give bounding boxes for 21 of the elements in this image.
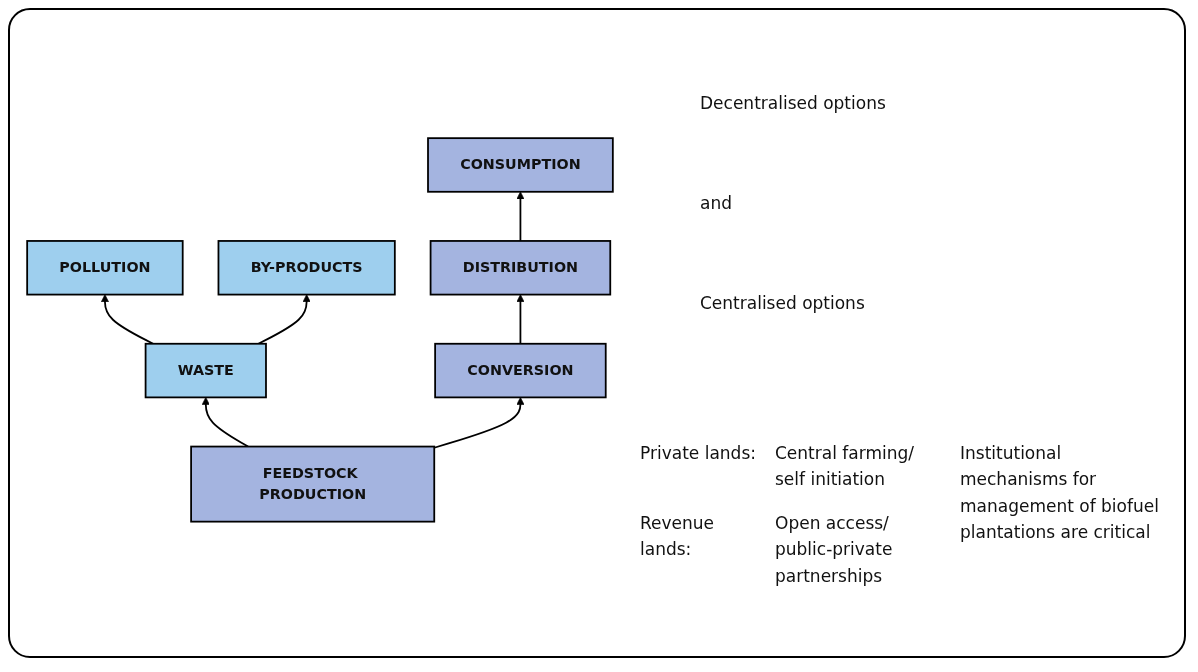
arrow [433, 397, 525, 449]
annotation-text: Institutional mechanisms for management of biofuel plantations are critical [960, 442, 1160, 545]
node-box: CONSUMPTION [427, 137, 614, 193]
annotation-text: Private lands: [640, 442, 757, 465]
arrow [201, 397, 249, 448]
annotation-text: Open access/ public-private partnerships [775, 512, 894, 588]
annotation-text: Central farming/ self initiation [775, 442, 915, 492]
arrow [516, 191, 525, 242]
arrow [101, 294, 155, 345]
annotation-text: Centralised options [700, 292, 866, 315]
arrow [257, 294, 311, 345]
node-box: BY-PRODUCTS [217, 240, 396, 296]
node-box: WASTE [144, 342, 267, 399]
node-box: DISTRIBUTION [429, 240, 612, 296]
annotation-text: and [700, 192, 733, 215]
annotation-text: Decentralised options [700, 92, 887, 115]
arrow [516, 294, 525, 345]
node-box: POLLUTION [26, 240, 184, 296]
annotation-text: Revenue lands: [640, 512, 716, 562]
node-box: CONVERSION [434, 342, 607, 399]
node-box: FEEDSTOCK PRODUCTION [190, 445, 436, 523]
